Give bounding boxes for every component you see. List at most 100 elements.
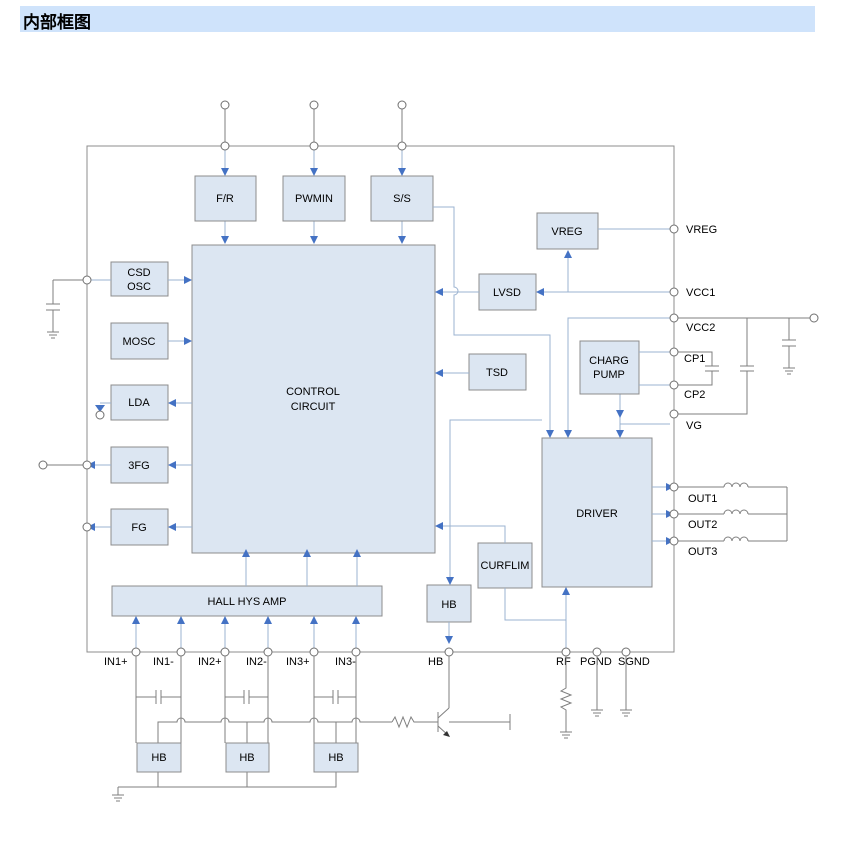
lda-label: LDA — [128, 397, 150, 409]
control-label-line1: CONTROL — [286, 386, 340, 398]
osc-label: OSC — [127, 281, 151, 293]
in1p-pin-label: IN1+ — [104, 656, 128, 668]
out2-pin — [669, 509, 679, 519]
right-upper-wires — [433, 206, 670, 438]
csd-label: CSD — [127, 267, 150, 279]
fg-label: FG — [131, 522, 146, 534]
out2-pin-label: OUT2 — [688, 519, 717, 531]
fg3-block: 3FG — [110, 446, 169, 484]
driver-block: DRIVER — [541, 437, 653, 588]
vg-pin-label: VG — [686, 420, 702, 432]
chip-boundary — [86, 145, 675, 653]
vcc2-pin — [669, 313, 679, 323]
rf-pin-label: RF — [556, 656, 571, 668]
mosc-block: MOSC — [110, 322, 169, 360]
section-header-bar: 内部框图 — [20, 6, 815, 33]
in2m-pin-label: IN2- — [246, 656, 267, 668]
fr-external-pin — [220, 100, 230, 110]
charge-pump-wires — [639, 317, 810, 415]
cp1-pin — [669, 347, 679, 357]
fg-block: FG — [110, 508, 169, 546]
hall-amp-wires — [132, 549, 361, 648]
out3-pin-label: OUT3 — [688, 546, 717, 558]
pwmin-block: PWMIN — [282, 175, 346, 222]
vreg-pin — [669, 224, 679, 234]
pgnd-pin — [592, 647, 602, 657]
fr-pin — [220, 141, 230, 151]
in1p-pin — [131, 647, 141, 657]
vcc2-external-pin — [809, 313, 819, 323]
in1m-pin — [176, 647, 186, 657]
ss-pin — [397, 141, 407, 151]
lvsd-label: LVSD — [493, 287, 521, 299]
hall-hys-amp-block: HALL HYS AMP — [111, 585, 383, 617]
hb-pin — [444, 647, 454, 657]
vcc1-pin — [669, 287, 679, 297]
hb-pin-label: HB — [428, 656, 443, 668]
cp1-pin-label: CP1 — [684, 353, 705, 365]
vcc2-pin-label: VCC2 — [686, 322, 715, 334]
driver-label: DRIVER — [576, 508, 618, 520]
in3p-pin-label: IN3+ — [286, 656, 310, 668]
left-wires — [46, 276, 192, 531]
fg3-external-pin — [38, 460, 48, 470]
lda-block: LDA — [110, 384, 169, 421]
hb1-label: HB — [151, 752, 166, 764]
in3p-pin — [309, 647, 319, 657]
vreg-block: VREG — [536, 212, 599, 250]
top-input-wires — [221, 105, 406, 244]
pgnd-pin-label: PGND — [580, 656, 612, 668]
in2m-pin — [263, 647, 273, 657]
fr-label: F/R — [216, 193, 234, 205]
pump-label: PUMP — [593, 369, 625, 381]
tsd-label: TSD — [486, 367, 508, 379]
hb-internal-block: HB — [426, 584, 472, 623]
hb2-label: HB — [239, 752, 254, 764]
ss-external-pin — [397, 100, 407, 110]
fr-block: F/R — [194, 175, 257, 222]
fg3-pin — [82, 460, 92, 470]
hb1-block: HB — [136, 742, 182, 773]
vreg-label: VREG — [551, 226, 582, 238]
hb2-block: HB — [225, 742, 270, 773]
cp2-pin — [669, 380, 679, 390]
ss-block: S/S — [370, 175, 434, 222]
pwmin-label: PWMIN — [295, 193, 333, 205]
ss-label: S/S — [393, 193, 411, 205]
mosc-label: MOSC — [123, 336, 156, 348]
in3m-pin — [351, 647, 361, 657]
lower-middle-wires — [435, 419, 570, 648]
out3-pin — [669, 536, 679, 546]
rf-pin — [561, 647, 571, 657]
out1-pin — [669, 482, 679, 492]
sgnd-pin — [621, 647, 631, 657]
out1-pin-label: OUT1 — [688, 493, 717, 505]
pwmin-external-pin — [309, 100, 319, 110]
lda-pin — [95, 410, 105, 420]
curflim-label: CURFLIM — [481, 560, 530, 572]
vg-pin — [669, 409, 679, 419]
fg3-label: 3FG — [128, 460, 149, 472]
cp2-pin-label: CP2 — [684, 389, 705, 401]
charge-pump-block: CHARG PUMP — [579, 340, 640, 395]
external-hall-wiring — [112, 656, 632, 802]
curflim-block: CURFLIM — [477, 542, 533, 589]
in3m-pin-label: IN3- — [335, 656, 356, 668]
hb3-block: HB — [313, 742, 359, 773]
lvsd-block: LVSD — [478, 273, 537, 311]
hb-internal-label: HB — [441, 599, 456, 611]
section-title: 内部框图 — [23, 13, 91, 33]
charg-label: CHARG — [589, 355, 629, 367]
pwmin-pin — [309, 141, 319, 151]
vreg-pin-label: VREG — [686, 224, 717, 236]
hall-hys-amp-label: HALL HYS AMP — [207, 596, 286, 608]
csd-pin — [82, 275, 92, 285]
vcc1-pin-label: VCC1 — [686, 287, 715, 299]
hb3-label: HB — [328, 752, 343, 764]
in1m-pin-label: IN1- — [153, 656, 174, 668]
control-circuit-block: CONTROL CIRCUIT — [191, 244, 436, 554]
in2p-pin-label: IN2+ — [198, 656, 222, 668]
in2p-pin — [220, 647, 230, 657]
tsd-block: TSD — [468, 353, 527, 391]
